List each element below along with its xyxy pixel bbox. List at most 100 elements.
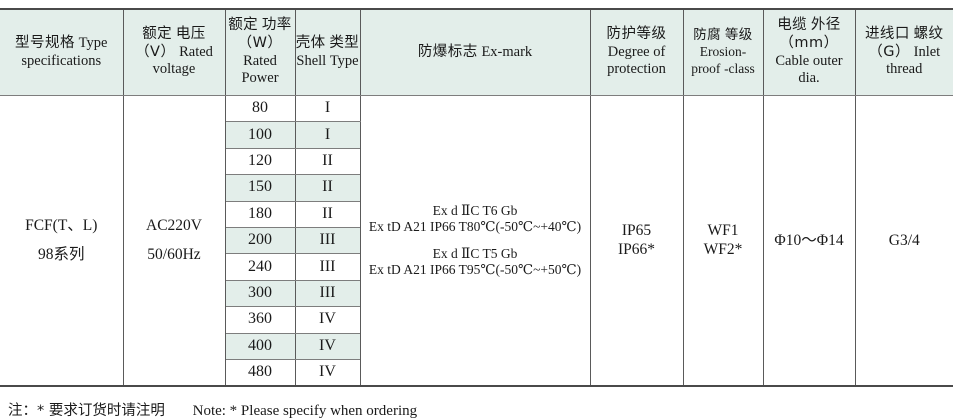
- cell-rated-voltage: AC220V 50/60Hz: [122, 95, 226, 387]
- cell-shell-type: I: [294, 94, 361, 123]
- header-voltage-en1: Rated: [179, 43, 213, 60]
- header-erosion-cn1: 防腐: [693, 26, 722, 43]
- cell-shell-type: III: [294, 226, 361, 255]
- header-voltage-cn1: 额定: [142, 26, 173, 43]
- header-erosion-proof-class: 防腐 等级 Erosion- proof -class: [682, 8, 764, 96]
- cell-power: 150: [224, 174, 296, 202]
- header-erosion-en2: proof: [691, 61, 721, 77]
- exmark-line1: Ex d ⅡC T6 Gb: [432, 203, 518, 219]
- header-voltage-cn2: 电压（V）: [135, 26, 206, 60]
- header-exmark-en: Ex-mark: [481, 43, 533, 60]
- cell-power: 360: [224, 306, 296, 334]
- header-shell-en1: Shell: [296, 52, 327, 69]
- erosion-line2: WF2*: [703, 240, 743, 258]
- table-row: 240 III: [0, 253, 953, 281]
- header-rated-voltage: 额定 电压（V） Rated voltage: [122, 8, 226, 96]
- exmark-line3: Ex d ⅡC T5 Gb: [432, 246, 518, 262]
- cell-power: 80: [224, 94, 296, 123]
- exmark-line2: Ex tD A21 IP66 T80℃(-50℃~+40℃): [368, 219, 582, 235]
- header-erosion-en1: Erosion-: [699, 43, 747, 59]
- table-header-row: 型号规格 Type specifications 额定 电压（V） Rated …: [0, 8, 953, 96]
- footnote-cn: 注：* 要求订货时请注明: [8, 403, 165, 420]
- header-type-cn: 型号规格: [15, 34, 76, 51]
- cell-cable-outer-dia: Φ10～Φ14: [762, 95, 856, 387]
- header-shell-en2: Type: [329, 52, 359, 69]
- header-inlet-cn1: 进线口: [864, 26, 910, 43]
- cell-shell-type: IV: [294, 306, 361, 334]
- footnote: 注：* 要求订货时请注明 Note: * Please specify when…: [0, 399, 953, 420]
- cell-power: 200: [224, 226, 296, 255]
- table-row: 150 II: [0, 174, 953, 202]
- protection-line2: IP66*: [617, 240, 656, 258]
- header-protection-en2: protection: [607, 61, 666, 78]
- cell-degree-protection: IP65 IP66*: [589, 95, 684, 387]
- header-protection-cn: 防护等级: [606, 26, 667, 43]
- cell-shell-type: IV: [294, 332, 361, 360]
- header-protection-en1: Degree of: [607, 43, 666, 60]
- cell-shell-type: II: [294, 147, 361, 176]
- cell-power: 100: [224, 121, 296, 149]
- table-row: 180 II: [0, 200, 953, 228]
- erosion-line1: WF1: [707, 222, 739, 240]
- header-cable-outer-dia: 电缆 外径（mm） Cable outer dia.: [762, 8, 856, 96]
- cell-shell-type: I: [294, 121, 361, 149]
- cell-erosion-proof: WF1 WF2*: [682, 95, 764, 387]
- header-inlet-en1: Inlet: [913, 43, 941, 60]
- cell-power: 120: [224, 147, 296, 176]
- specification-table: 型号规格 Type specifications 额定 电压（V） Rated …: [0, 8, 953, 388]
- header-voltage-en2: voltage: [152, 61, 196, 78]
- table-body: FCF(T、L) 98系列 AC220V 50/60Hz 80 I Ex d Ⅱ…: [0, 94, 953, 387]
- cell-shell-type: IV: [294, 358, 361, 387]
- table-row: 360 IV: [0, 306, 953, 334]
- header-erosion-cn2: 等级: [724, 26, 753, 43]
- cell-shell-type: III: [294, 253, 361, 281]
- header-type-en1: Type: [78, 34, 108, 51]
- spec-sheet: 型号规格 Type specifications 额定 电压（V） Rated …: [0, 8, 953, 420]
- header-shell-type: 壳体 类型 Shell Type: [294, 8, 361, 96]
- header-erosion-en3: -class: [724, 61, 755, 77]
- header-rated-power: 额定 功率（W） Rated Power: [224, 8, 296, 96]
- cell-ex-mark: Ex d ⅡC T6 Gb Ex tD A21 IP66 T80℃(-50℃~+…: [359, 95, 591, 387]
- header-type-en2: specifications: [21, 52, 102, 69]
- table-row: 400 IV: [0, 332, 953, 360]
- header-cable-en1: Cable: [775, 52, 810, 69]
- footnote-en: Note: * Please specify when ordering: [192, 403, 418, 420]
- table-row: 100 I: [0, 121, 953, 149]
- table-row: 300 III: [0, 279, 953, 308]
- protection-line1: IP65: [621, 222, 652, 240]
- header-ex-mark: 防爆标志 Ex-mark: [359, 8, 591, 96]
- header-shell-cn2: 类型: [329, 34, 360, 51]
- cell-shell-type: III: [294, 279, 361, 308]
- table-row: 120 II: [0, 147, 953, 176]
- header-cable-en2: outer dia.: [798, 52, 843, 87]
- cell-inlet-thread: G3/4: [854, 95, 953, 387]
- cell-power: 180: [224, 200, 296, 228]
- header-shell-cn1: 壳体: [295, 34, 326, 51]
- header-power-en2: Power: [241, 70, 279, 87]
- rated-voltage-line1: AC220V: [146, 217, 202, 235]
- cell-shell-type: II: [294, 174, 361, 202]
- exmark-line4: Ex tD A21 IP66 T95℃(-50℃~+50℃): [368, 262, 582, 278]
- cell-power: 400: [224, 332, 296, 360]
- header-degree-protection: 防护等级 Degree of protection: [589, 8, 684, 96]
- cell-shell-type: II: [294, 200, 361, 228]
- header-exmark-cn: 防爆标志: [417, 43, 478, 60]
- cell-type-specification: FCF(T、L) 98系列: [0, 95, 124, 387]
- header-power-cn2: 功率（W）: [237, 17, 292, 52]
- table-row: FCF(T、L) 98系列 AC220V 50/60Hz 80 I Ex d Ⅱ…: [0, 94, 953, 387]
- header-type-specifications: 型号规格 Type specifications: [0, 8, 124, 96]
- header-cable-cn1: 电缆: [777, 17, 808, 34]
- cell-power: 300: [224, 279, 296, 308]
- header-inlet-cn2: 螺纹（G）: [868, 26, 944, 60]
- header-power-cn1: 额定: [228, 17, 259, 34]
- type-spec-line1: FCF(T、L): [25, 217, 98, 235]
- cell-power: 480: [224, 358, 296, 387]
- cell-power: 240: [224, 253, 296, 281]
- table-row: 480 IV: [0, 358, 953, 387]
- rated-voltage-line2: 50/60Hz: [147, 245, 201, 263]
- header-inlet-en2: thread: [886, 61, 923, 78]
- type-spec-line2: 98系列: [37, 245, 85, 263]
- header-power-en1: Rated: [243, 52, 277, 69]
- header-inlet-thread: 进线口 螺纹（G） Inlet thread: [854, 8, 953, 96]
- header-cable-cn2: 外径（mm）: [779, 17, 841, 52]
